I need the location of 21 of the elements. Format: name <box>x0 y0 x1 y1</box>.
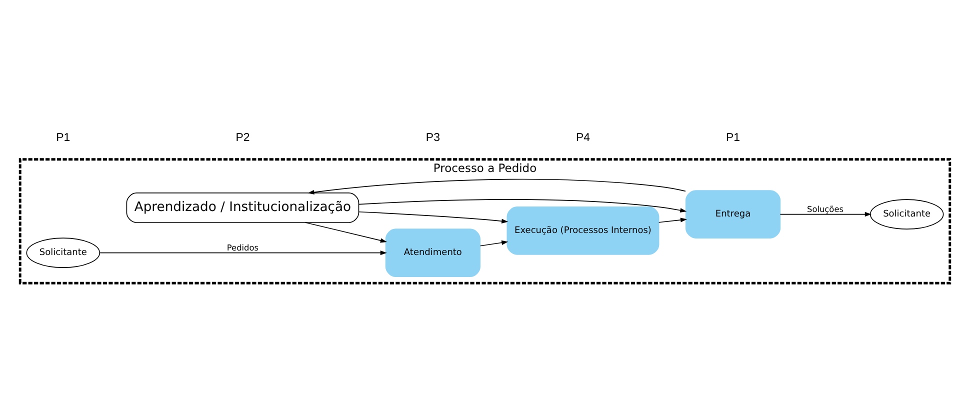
label: P2 <box>236 132 250 144</box>
arrow <box>308 178 686 194</box>
label: P4 <box>576 132 590 144</box>
label: P3 <box>426 132 440 144</box>
node-box: Aprendizado / Institucionalização <box>126 192 360 222</box>
arrow <box>658 217 688 222</box>
label: P1 <box>56 132 70 144</box>
arrow <box>480 240 508 246</box>
node-ellipse: Solicitante <box>870 198 944 229</box>
arrow <box>304 222 387 242</box>
arrow <box>358 210 508 223</box>
arrow <box>100 250 387 255</box>
arrow <box>780 211 872 216</box>
edge-label: Pedidos <box>226 242 259 252</box>
node-box: Atendimento <box>385 228 480 277</box>
node-box: Execução (Processos Internos) <box>506 206 660 254</box>
label: P1 <box>726 132 740 144</box>
edge-label: Soluções <box>807 203 844 214</box>
node-ellipse: Solicitante <box>26 237 100 268</box>
node-box: Entrega <box>685 190 781 238</box>
arrow <box>358 198 687 212</box>
